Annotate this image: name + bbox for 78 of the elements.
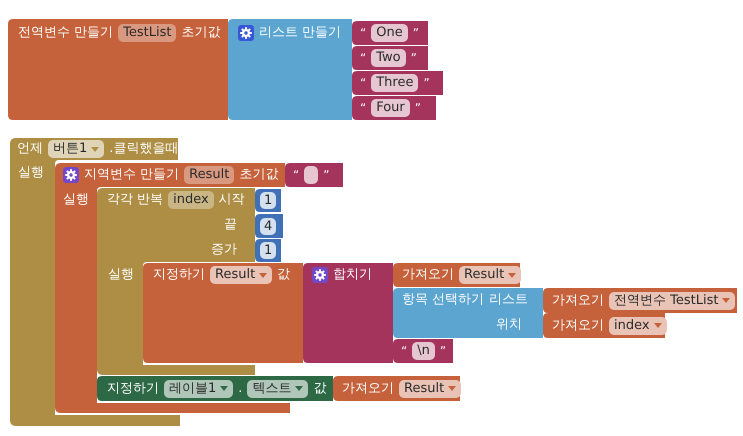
block-label: 지역변수 만들기 xyxy=(84,166,180,184)
text-block xyxy=(352,96,436,120)
variable-name-field: index xyxy=(168,191,214,209)
block-label: 가져오기 xyxy=(342,380,394,398)
number-field: 1 xyxy=(260,192,276,209)
block-label: 지정하기 xyxy=(153,266,205,284)
quote-mark: ” xyxy=(412,26,419,40)
quote-mark: “ xyxy=(360,101,366,115)
text-field: Two xyxy=(371,49,406,67)
text-field: Three xyxy=(371,74,418,92)
block-label: 전역변수 만들기 xyxy=(18,24,114,42)
block-label: 항목 선택하기 xyxy=(402,291,484,309)
setter-block xyxy=(143,263,303,363)
number-block xyxy=(255,239,281,262)
variable-name-field: TestList xyxy=(118,24,176,42)
number-field: 1 xyxy=(260,242,276,259)
block-label: 실행 xyxy=(18,164,44,182)
variable-name-field: Result xyxy=(184,166,234,184)
dropdown-field: index xyxy=(609,316,667,334)
quote-mark: ” xyxy=(423,76,430,90)
getter-block xyxy=(333,376,460,401)
block-label: 가져오기 xyxy=(402,266,454,284)
number-field: 4 xyxy=(260,218,276,234)
block-label: 시작 xyxy=(218,191,245,209)
loop-block xyxy=(97,188,255,375)
block-label: 값 xyxy=(313,380,326,398)
block-label: 가져오기 xyxy=(552,292,604,310)
quote-mark: “ xyxy=(360,76,366,90)
make-list-block xyxy=(228,19,352,120)
dropdown-field: Result xyxy=(210,266,272,284)
block-label: 끝 xyxy=(224,216,237,234)
quote-mark: ” xyxy=(440,344,446,358)
block-label: 초기값 xyxy=(181,24,220,42)
text-block xyxy=(352,46,428,70)
text-block xyxy=(352,71,443,95)
text-block xyxy=(393,339,453,363)
block-label: 각각 반복 xyxy=(107,191,164,209)
block-label: 지정하기 xyxy=(107,380,159,398)
block-label: . xyxy=(238,380,242,398)
block-label: 실행 xyxy=(108,266,134,284)
text-block xyxy=(352,21,428,45)
block-label: .클릭했을때 xyxy=(109,140,178,158)
dropdown-field: 레이블1 xyxy=(164,380,234,398)
number-block xyxy=(255,189,281,212)
block-label: 언제 xyxy=(17,140,43,158)
dropdown-field: 전역변수 TestList xyxy=(609,292,736,310)
block-label: 위치 xyxy=(496,316,522,334)
select-item-block xyxy=(393,288,543,338)
quote-mark: ” xyxy=(323,168,330,182)
quote-mark: “ xyxy=(401,344,408,358)
getter-block xyxy=(543,288,737,313)
block-label: 초기값 xyxy=(239,166,278,184)
dropdown-field: Result xyxy=(399,380,462,398)
getter-block xyxy=(543,313,665,338)
text-field: \n xyxy=(412,342,435,360)
quote-mark: “ xyxy=(360,26,366,40)
text-field: Four xyxy=(371,99,410,117)
quote-mark: ” xyxy=(414,101,421,115)
getter-block xyxy=(393,263,520,287)
text-block xyxy=(285,163,343,187)
block-label: 실행 xyxy=(63,191,89,209)
quote-mark: “ xyxy=(293,168,300,182)
dropdown-field: Result xyxy=(459,266,522,284)
global-variable-block xyxy=(8,19,228,120)
dropdown-field: 버튼1 xyxy=(48,140,104,158)
number-block xyxy=(255,214,283,238)
block-label: 값 xyxy=(277,266,290,284)
quote-mark: “ xyxy=(360,51,366,65)
block-label: 합치기 xyxy=(333,266,372,284)
text-field: One xyxy=(371,24,408,42)
property-setter-block xyxy=(97,376,333,401)
quote-mark: ” xyxy=(410,51,417,65)
block-label: 가져오기 xyxy=(552,316,604,334)
block-label: 증가 xyxy=(211,241,237,259)
block-label: 리스트 만들기 xyxy=(259,24,342,42)
block-label: 리스트 xyxy=(489,291,528,309)
dropdown-field: 텍스트 xyxy=(247,380,308,398)
join-block xyxy=(303,263,393,363)
